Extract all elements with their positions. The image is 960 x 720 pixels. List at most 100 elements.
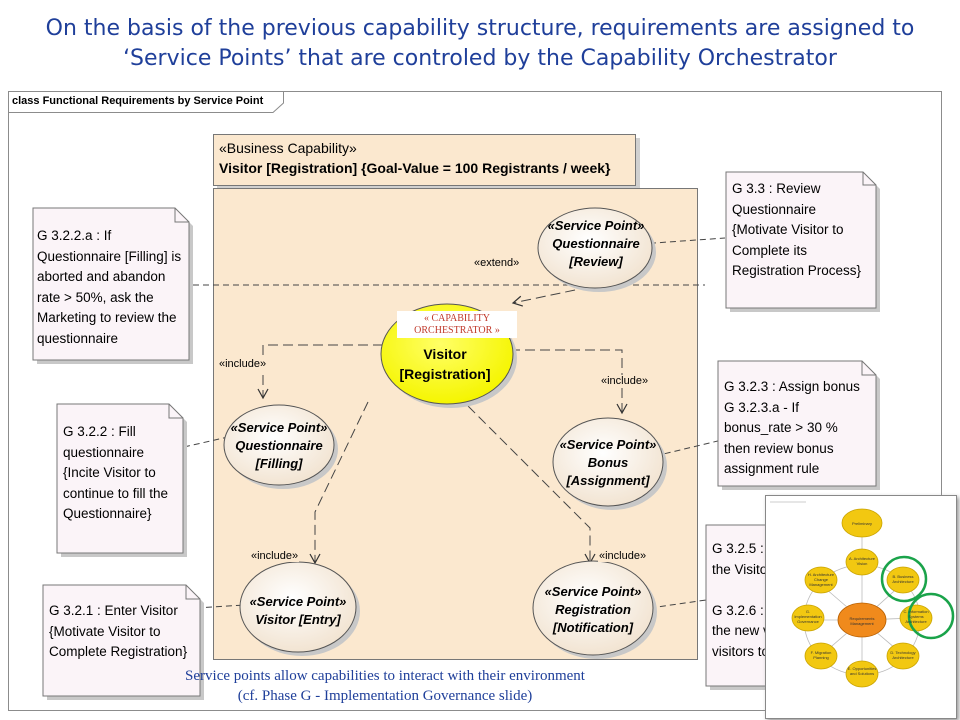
sp-entry-ellipse [239, 561, 357, 653]
adm-phase-f [804, 642, 838, 670]
service-point-entry[interactable]: «Service Point» Visitor [Entry] [240, 593, 356, 629]
service-point-bonus[interactable]: «Service Point» Bonus [Assignment] [554, 436, 662, 490]
note-shapes [32, 171, 880, 700]
note-line: assignment rule [724, 461, 820, 476]
capability-name: Visitor [Registration] {Goal-Value = 100… [219, 160, 611, 176]
adm-phase-d [886, 642, 920, 670]
include-relation-entry [309, 401, 369, 565]
note-line: G 3.2.3 : Assign bonus [724, 379, 860, 394]
note-line: {Motivate Visitor to [732, 222, 844, 237]
caption-line1: Service points allow capabilities to int… [185, 668, 585, 684]
orchestrator-stereotype-tag: « CAPABILITY ORCHESTRATOR » [397, 311, 517, 338]
note-line: G 3.2.6 : [712, 602, 764, 618]
diagram-frame [8, 91, 942, 711]
note-line: G 3.2.1 : Enter Visitor [49, 603, 178, 618]
sp-line2: [Review] [569, 254, 623, 269]
include-label-bonus: «include» [600, 375, 650, 387]
note-line: Questionnaire [732, 201, 817, 217]
service-point-notification[interactable]: «Service Point» Registration [Notificati… [533, 583, 653, 637]
sp-line1: Registration [555, 602, 631, 617]
note-line: bonus_rate > 30 % [724, 420, 838, 435]
note-g3-2-2[interactable]: G 3.2.2 : Fill questionnaire {Incite Vis… [57, 404, 183, 553]
service-point-review[interactable]: «Service Point» Questionnaire [Review] [542, 217, 650, 271]
orchestrator-name-line1: Visitor [423, 346, 467, 362]
orchestrator-tag-line2: ORCHESTRATOR » [414, 325, 500, 336]
caption-line2: (cf. Phase G - Implementation Governance… [237, 688, 533, 704]
note-line: the new v [712, 623, 766, 638]
sp-line2: [Assignment] [566, 473, 650, 488]
orchestrator-label[interactable]: Visitor [Registration] [385, 344, 505, 384]
include-label-notification: «include» [598, 550, 648, 562]
note-line: rate > 50%, ask the [37, 289, 154, 305]
sp-notification-ellipse [532, 560, 654, 656]
adm-label-f: F. Migration Planning [810, 650, 832, 660]
note-line: visitors to [712, 643, 766, 659]
note-line: Registration Process} [732, 263, 862, 278]
note-line: G 3.2.5 : [712, 541, 764, 556]
note-shape-g3-2-2 [56, 403, 187, 557]
note-line: the Visito [712, 561, 766, 577]
note-line: Complete its [732, 242, 808, 258]
adm-label-c: C. Information Systems Architecture [903, 609, 929, 624]
note-g3-2-1[interactable]: G 3.2.1 : Enter Visitor {Motivate Visito… [43, 585, 200, 696]
note-line: Complete Registration} [49, 644, 188, 659]
note-line: questionnaire [37, 330, 119, 346]
sp-line1: Questionnaire [235, 438, 323, 453]
sp-stereotype: «Service Point» [249, 594, 347, 609]
adm-label-center: Requirements Management [849, 616, 875, 626]
service-point-filling[interactable]: «Service Point» Questionnaire [Filling] [225, 419, 333, 473]
note-shape-g3-2-3 [717, 360, 880, 490]
adm-phase-a [845, 548, 879, 576]
adm-preliminary [841, 508, 883, 538]
include-relation-notification [467, 405, 596, 565]
note-g3-2-2-a[interactable]: G 3.2.2.a : If Questionnaire [Filling] i… [33, 208, 189, 360]
adm-phase-b [886, 566, 920, 594]
sp-stereotype: «Service Point» [230, 420, 328, 435]
diagram-frame-tab [8, 91, 284, 113]
note-link-g3-2-2 [183, 436, 229, 448]
include-relation-bonus [510, 349, 628, 415]
adm-requirements-management [837, 602, 887, 638]
adm-label-e: E. Opportunities and Solutions [847, 666, 877, 676]
note-line: questionnaire [63, 444, 145, 460]
adm-label-g: G. Implementation Governance [794, 609, 822, 624]
note-link-g3-2-5 [649, 599, 707, 609]
sp-line1: Bonus [587, 455, 629, 470]
note-g3-3[interactable]: G 3.3 : Review Questionnaire {Motivate V… [726, 172, 876, 308]
orchestrator-tag-line1: « CAPABILITY [423, 313, 491, 324]
sp-bonus-ellipse [552, 417, 664, 507]
note-line: G 3.3 : Review [732, 181, 821, 196]
diagram-frame-label: class Functional Requirements by Service… [12, 95, 264, 107]
adm-cycle-thumbnail: Requirements Management Preliminary A. A… [765, 495, 957, 719]
note-line: continue to fill the [63, 485, 169, 501]
note-link-g3-2-1 [195, 604, 246, 609]
note-shape-g3-2-1 [42, 584, 204, 700]
note-g3-2-5-6[interactable]: G 3.2.5 : the Visito G 3.2.6 : the new v… [706, 525, 766, 686]
note-line: G 3.2.2 : Fill [63, 424, 136, 439]
note-line: Marketing to review the [37, 310, 177, 325]
adm-cycle-graphic [770, 501, 955, 688]
adm-phase-h [804, 566, 838, 594]
caption: Service points allow capabilities to int… [60, 666, 710, 706]
adm-label-h: H. Architecture Change Management [807, 572, 835, 587]
note-g3-2-3[interactable]: G 3.2.3 : Assign bonus G 3.2.3.a - If bo… [718, 361, 876, 486]
adm-label-preliminary: Preliminary [851, 521, 872, 526]
note-line: G 3.2.3.a - If [724, 399, 800, 415]
note-shape-g3-2-2-a [32, 207, 193, 364]
include-label-entry: «include» [250, 550, 300, 562]
capability-stereotype: «Business Capability» [219, 140, 357, 156]
note-line: {Motivate Visitor to [49, 623, 161, 639]
slide-title: On the basis of the previous capability … [45, 16, 915, 71]
sp-stereotype: «Service Point» [544, 584, 642, 599]
business-capability-header[interactable] [213, 134, 636, 186]
note-line: {Incite Visitor to [63, 465, 156, 480]
note-line: then review bonus [724, 440, 834, 456]
note-line: G 3.2.2.a : If [37, 228, 112, 243]
sp-line1: Questionnaire [552, 236, 640, 251]
include-label-filling: «include» [218, 358, 268, 370]
note-shape-g3-3 [725, 171, 880, 312]
sp-line1: Visitor [Entry] [255, 612, 341, 627]
adm-highlight-c [907, 592, 955, 640]
sp-filling-ellipse [223, 404, 335, 486]
note-line: Questionnaire} [63, 506, 152, 521]
